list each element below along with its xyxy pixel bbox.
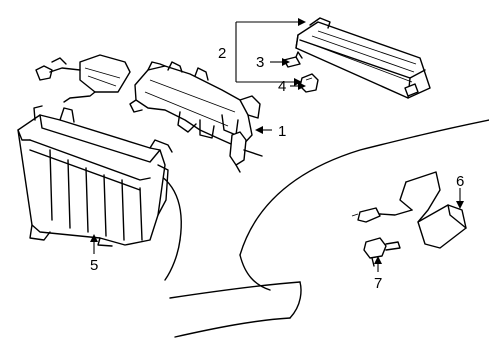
junction-block <box>129 61 263 173</box>
callout-6: 6 <box>456 173 464 190</box>
sensor-part-7 <box>363 237 401 267</box>
leader-arrowheads <box>90 18 464 264</box>
callout-3: 3 <box>256 54 264 71</box>
callout-4: 4 <box>278 78 286 95</box>
relay-part-4 <box>299 73 319 93</box>
callout-5: 5 <box>90 257 98 274</box>
callout-2: 2 <box>218 45 226 62</box>
callout-7: 7 <box>374 275 382 292</box>
fuse-part-3 <box>283 51 303 68</box>
sensor-part-6 <box>351 171 467 249</box>
mounting-tray <box>17 105 173 247</box>
callout-1: 1 <box>278 123 286 140</box>
fuse-box-cover <box>295 17 431 99</box>
harness-connector <box>35 54 131 103</box>
